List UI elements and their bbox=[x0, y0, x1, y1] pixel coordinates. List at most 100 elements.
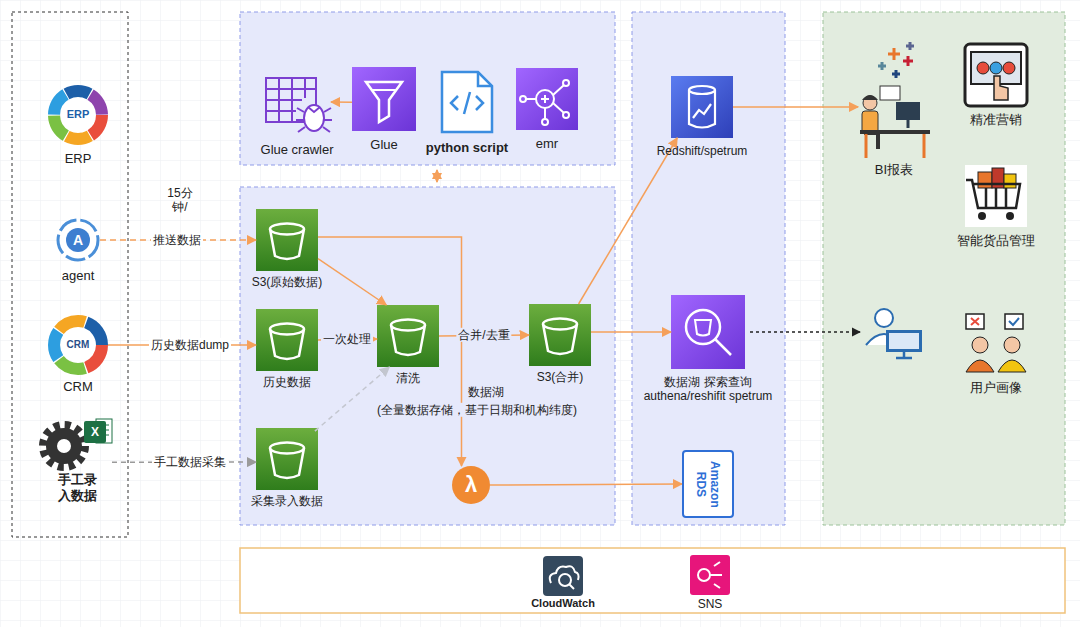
text-holder: Glue crawler bbox=[261, 142, 334, 158]
app-panel bbox=[823, 12, 1065, 525]
warehouse-node: Redshift/spetrum bbox=[671, 76, 733, 138]
user-icon bbox=[866, 309, 922, 358]
node-caption: CloudWatch bbox=[531, 597, 595, 610]
text-holder: 采集录入数据 bbox=[251, 494, 323, 508]
bucket-node: S3(合并) bbox=[529, 304, 591, 366]
service-icon: emr bbox=[516, 68, 578, 130]
node-caption: CRM bbox=[63, 379, 93, 395]
node-caption: emr bbox=[536, 136, 558, 152]
bucket-node: S3(原始数据) bbox=[256, 209, 318, 271]
connector bbox=[579, 138, 678, 304]
text-holder: 智能货品管理 bbox=[957, 233, 1035, 249]
node-caption: SNS bbox=[698, 597, 723, 611]
query-node: 数据湖 探索查询 authena/reshifit spetrum bbox=[671, 295, 745, 369]
text-holder: CloudWatch bbox=[531, 597, 595, 610]
node-text: Amazon RDS bbox=[694, 455, 723, 513]
node-caption: ERP bbox=[65, 151, 92, 167]
node-caption: BI报表 bbox=[875, 162, 913, 178]
annotation: A bbox=[73, 232, 83, 249]
node-caption: S3(合并) bbox=[537, 370, 584, 384]
glue-icon bbox=[352, 67, 416, 131]
node-caption: python script bbox=[426, 140, 508, 156]
edge-label: 合并/去重 bbox=[456, 328, 511, 342]
annotation: CRM bbox=[67, 339, 90, 351]
edge-label: 一次处理 bbox=[321, 332, 373, 346]
app-node: 智能货品管理 bbox=[965, 165, 1027, 227]
s3-clean-icon bbox=[377, 305, 439, 367]
text-holder: Redshift/spetrum bbox=[657, 144, 748, 158]
cart-icon bbox=[965, 165, 1027, 227]
connector bbox=[318, 237, 462, 466]
connector bbox=[315, 367, 390, 431]
text-holder: 用户画像 bbox=[970, 380, 1022, 396]
etl-panel bbox=[240, 12, 615, 165]
lambda-function: λ bbox=[452, 466, 490, 504]
source-system: 手工录 入数据 bbox=[42, 418, 112, 470]
text-holder: python script bbox=[426, 140, 508, 156]
text-holder: Amazon RDS bbox=[684, 452, 732, 516]
connector bbox=[591, 331, 671, 333]
gear-icon bbox=[43, 419, 112, 467]
s3-history-icon bbox=[256, 309, 318, 371]
marketing-icon bbox=[965, 44, 1027, 106]
annotation: X bbox=[91, 425, 99, 439]
ops-panel bbox=[240, 548, 1065, 613]
node-text: λ bbox=[465, 472, 477, 498]
node-caption: 手工录 入数据 bbox=[56, 472, 98, 503]
node-caption: 采集录入数据 bbox=[251, 494, 323, 508]
s3-manual-icon bbox=[256, 428, 318, 490]
text-holder: 数据湖 探索查询 authena/reshifit spetrum bbox=[626, 375, 791, 404]
text-holder: S3(合并) bbox=[537, 370, 584, 384]
node-caption: 历史数据 bbox=[263, 375, 311, 389]
node-caption: Glue bbox=[370, 137, 397, 153]
node-caption: 用户画像 bbox=[970, 380, 1022, 396]
agent-icon bbox=[58, 220, 98, 260]
text-holder: Glue bbox=[370, 137, 397, 153]
query-panel bbox=[632, 12, 785, 525]
lambda-icon bbox=[452, 466, 490, 504]
bi-report: BI报表 bbox=[858, 42, 930, 160]
database-box: Amazon RDS bbox=[682, 450, 734, 518]
text-holder: ERP bbox=[65, 151, 92, 167]
connector bbox=[331, 101, 352, 103]
connector bbox=[490, 484, 682, 485]
node-caption: Redshift/spetrum bbox=[657, 144, 748, 158]
emr-icon bbox=[516, 68, 578, 130]
annotation: 15分 钟/ bbox=[163, 186, 197, 215]
alert-node: SNS bbox=[690, 555, 730, 595]
node-caption: agent bbox=[62, 268, 95, 284]
redshift-icon bbox=[671, 76, 733, 138]
annotation: (全量数据存储，基于日期和机构纬度) bbox=[375, 403, 579, 417]
crawler-icon bbox=[266, 78, 332, 132]
annotation: ERP bbox=[67, 108, 90, 121]
script-icon bbox=[442, 72, 492, 132]
text-holder: λ bbox=[452, 466, 490, 504]
app-node: 用户画像 bbox=[965, 312, 1027, 374]
erp-icon bbox=[54, 91, 102, 139]
link-arrow bbox=[436, 170, 438, 182]
text-holder: 手工录 入数据 bbox=[56, 472, 98, 503]
cloudwatch-icon bbox=[543, 556, 583, 596]
node-caption: 精准营销 bbox=[970, 112, 1022, 128]
connector bbox=[733, 106, 858, 108]
text-holder: BI报表 bbox=[875, 162, 913, 178]
service-icon: Glue bbox=[352, 67, 416, 131]
service-icon: Glue crawler bbox=[263, 72, 331, 136]
annotation: 数据湖 bbox=[466, 385, 506, 399]
text-holder: agent bbox=[62, 268, 95, 284]
node-caption: 清洗 bbox=[396, 371, 420, 385]
text-holder: emr bbox=[536, 136, 558, 152]
s3-raw-icon bbox=[256, 209, 318, 271]
sns-icon bbox=[690, 555, 730, 595]
monitor-node: CloudWatch bbox=[540, 556, 586, 596]
persona-icon bbox=[966, 314, 1026, 372]
text-holder: SNS bbox=[698, 597, 723, 611]
node-caption: Glue crawler bbox=[261, 142, 334, 158]
bi-figure bbox=[860, 42, 930, 158]
node-caption: S3(原始数据) bbox=[252, 275, 323, 289]
text-holder: CRM bbox=[63, 379, 93, 395]
connector bbox=[318, 259, 386, 305]
s3-merged-icon bbox=[529, 304, 591, 366]
bucket-node: 清洗 bbox=[377, 305, 439, 367]
